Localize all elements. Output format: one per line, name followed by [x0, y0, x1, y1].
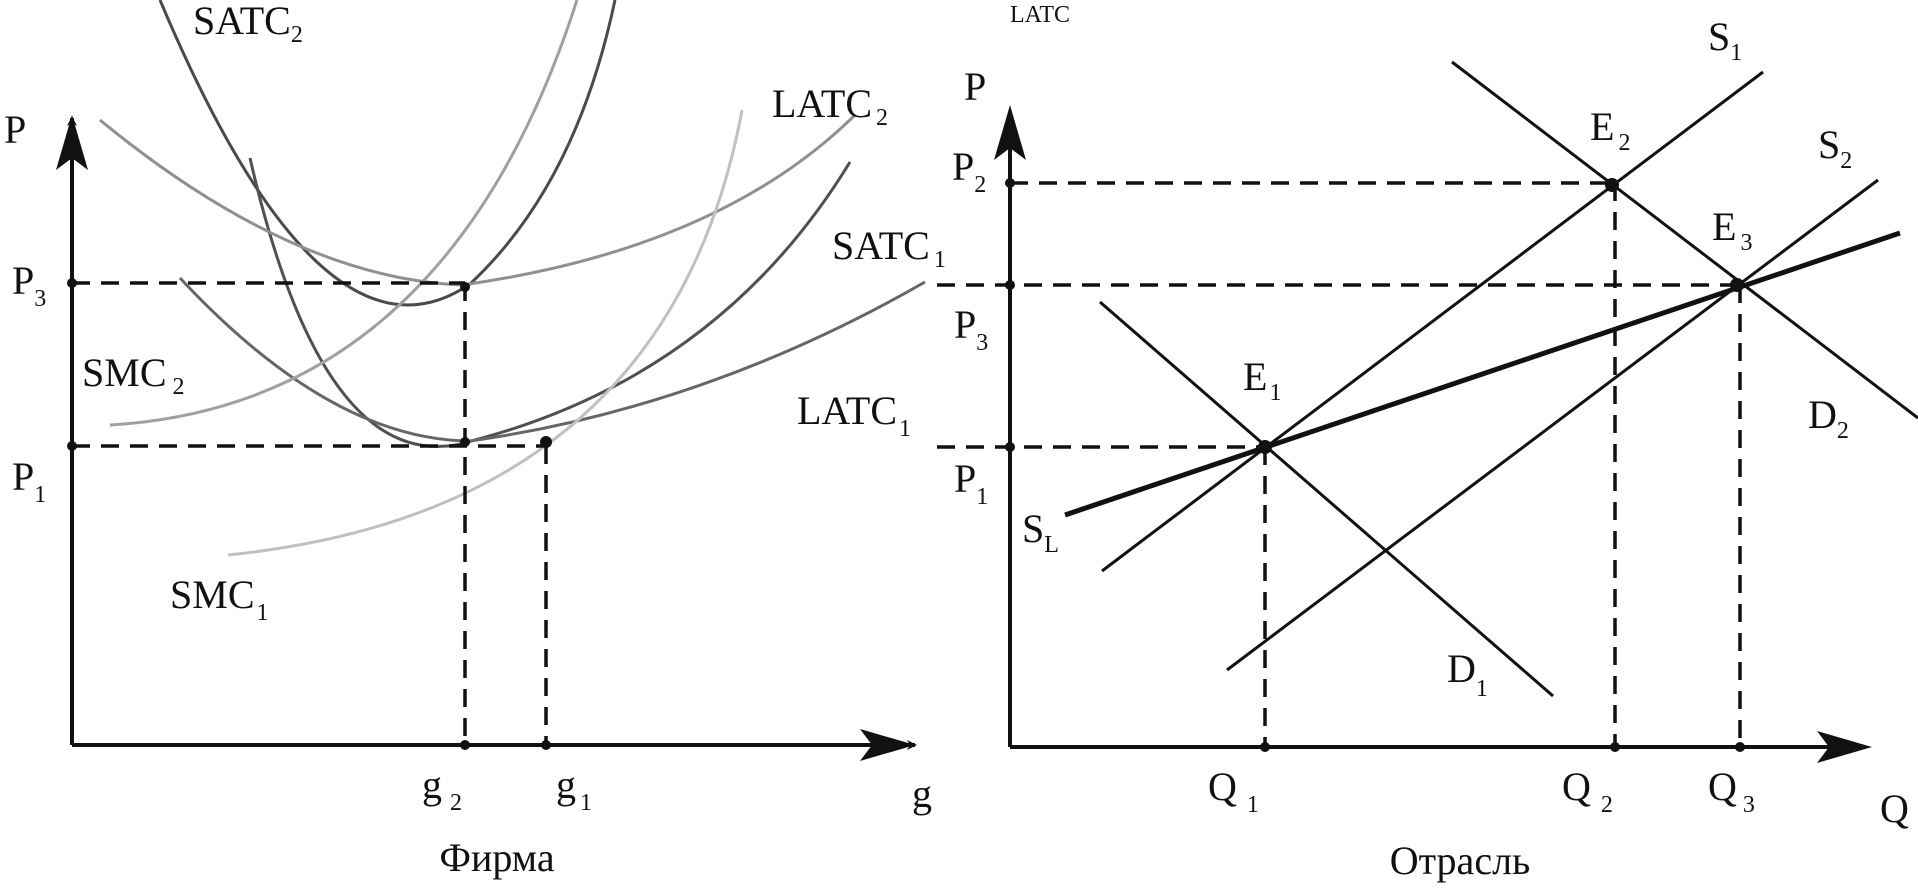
label-sl: SL: [1022, 506, 1059, 558]
latc2-curve: [99, 113, 857, 287]
firm-tick-p3: P3: [12, 258, 46, 312]
latc1-curve: [178, 276, 926, 443]
line-s2: [1226, 178, 1879, 672]
firm-axis-x-label: g: [912, 771, 932, 816]
label-d1: D1: [1447, 646, 1488, 702]
firm-dot-p3: [67, 278, 77, 288]
firm-dot-p1: [67, 441, 77, 451]
ind-dot-q1: [1260, 742, 1270, 752]
ind-axis-y-label: P: [964, 64, 986, 109]
ind-dot-p2: [1005, 178, 1015, 188]
point-e3: [1730, 278, 1744, 292]
label-latc1: LATC1: [797, 388, 911, 442]
ind-axis-x-label: Q: [1880, 786, 1909, 831]
firm-dot-p3-min: [460, 282, 470, 292]
industry-caption: Отрасль: [1390, 838, 1531, 883]
label-e1: E1: [1243, 354, 1281, 406]
label-smc1: SMC1: [170, 572, 269, 626]
firm-dot-p1-tangent-left: [460, 437, 470, 447]
label-satc2: SATC2: [193, 0, 303, 48]
point-e1: [1258, 440, 1272, 454]
smc2-curve: [109, 0, 579, 427]
smc1-curve: [227, 109, 744, 557]
firm-dot-g2: [460, 740, 470, 750]
top-note-latc: LATC: [1010, 2, 1070, 28]
satc1-curve: [248, 157, 852, 449]
ind-tick-p2: P2: [952, 144, 986, 198]
point-e2: [1605, 178, 1619, 192]
firm-dot-p1-min: [540, 436, 552, 448]
firm-tick-p1: P1: [12, 454, 46, 508]
firm-y-arrowhead: [56, 115, 88, 170]
ind-y-arrowhead: [994, 105, 1026, 160]
line-sl: [1064, 230, 1901, 518]
label-s2: S2: [1818, 122, 1852, 174]
line-d2: [1451, 60, 1918, 420]
firm-dot-g1: [541, 740, 551, 750]
ind-x-arrowhead: [1817, 731, 1872, 763]
ind-dot-q2: [1610, 742, 1620, 752]
ind-dot-p3: [1005, 280, 1015, 290]
line-s1: [1101, 70, 1764, 573]
ind-dot-p1: [1005, 442, 1015, 452]
ind-tick-p3: P3: [954, 302, 988, 356]
label-d2: D2: [1808, 392, 1849, 444]
firm-axis-y-label: P: [4, 107, 26, 152]
firm-caption: Фирма: [439, 835, 554, 880]
satc2-curve: [158, 0, 617, 307]
ind-tick-p1: P1: [954, 456, 988, 510]
firm-x-arrowhead: [860, 729, 915, 761]
label-s1: S1: [1708, 14, 1742, 66]
line-d1: [1099, 300, 1554, 698]
ind-dot-q3: [1735, 742, 1745, 752]
